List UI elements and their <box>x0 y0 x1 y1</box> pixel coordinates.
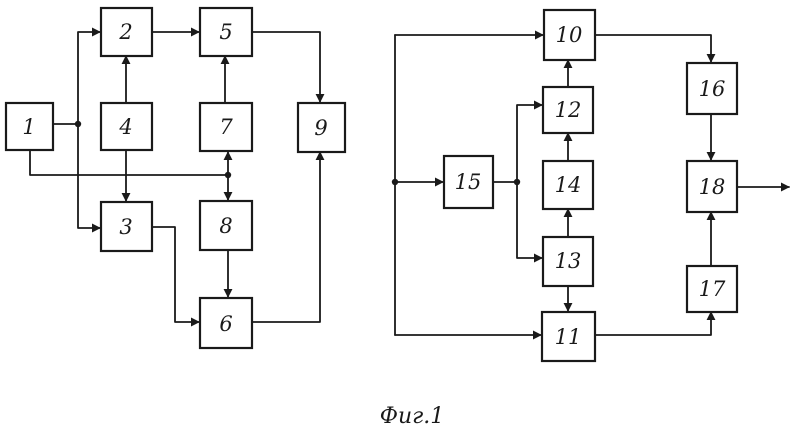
block-5-label: 5 <box>219 20 232 44</box>
wire-5-to-9 <box>252 32 320 102</box>
block-6: 6 <box>200 298 252 348</box>
block-12: 12 <box>543 87 593 133</box>
block-12-label: 12 <box>555 98 582 122</box>
block-9: 9 <box>298 103 345 152</box>
block-4: 4 <box>101 103 152 150</box>
block-8-label: 8 <box>219 214 232 238</box>
block-18: 18 <box>687 161 737 212</box>
block-16-label: 16 <box>699 77 726 101</box>
block-14: 14 <box>543 161 593 209</box>
wire-3-to-6 <box>152 227 199 322</box>
wire-6-to-9 <box>252 152 320 322</box>
wire-1-to-bus <box>30 150 228 175</box>
wire-10-to-16 <box>595 35 711 62</box>
junction-dot <box>225 172 231 178</box>
wire-11-to-17 <box>595 312 711 335</box>
block-8: 8 <box>200 201 252 250</box>
block-1-label: 1 <box>22 115 35 139</box>
block-10-label: 10 <box>556 23 583 47</box>
block-17: 17 <box>687 266 737 312</box>
junction-dot <box>392 179 398 185</box>
figure-caption: Фиг.1 <box>380 404 445 429</box>
block-11-label: 11 <box>555 325 582 349</box>
block-1: 1 <box>6 103 53 150</box>
left-schematic-wires <box>30 32 320 322</box>
block-3: 3 <box>101 202 152 251</box>
junction-dot <box>514 179 520 185</box>
block-14-label: 14 <box>555 173 582 197</box>
block-13: 13 <box>543 237 593 286</box>
wire-junction-to-12 <box>517 105 542 182</box>
block-6-label: 6 <box>219 312 232 336</box>
block-5: 5 <box>200 8 252 56</box>
block-13-label: 13 <box>555 249 582 273</box>
wire-junction-to-2 <box>78 32 100 124</box>
block-9-label: 9 <box>314 116 327 140</box>
block-4-label: 4 <box>118 115 132 139</box>
block-2: 2 <box>101 8 152 56</box>
block-18-label: 18 <box>699 175 726 199</box>
block-15-label: 15 <box>455 170 482 194</box>
block-17-label: 17 <box>699 277 726 301</box>
block-2-label: 2 <box>118 20 132 44</box>
junction-dot <box>75 121 81 127</box>
block-7: 7 <box>200 103 252 151</box>
block-3-label: 3 <box>119 215 132 239</box>
block-16: 16 <box>687 63 737 114</box>
block-7-label: 7 <box>219 115 233 139</box>
block-11: 11 <box>542 312 595 361</box>
block-10: 10 <box>544 10 595 60</box>
wire-junction-to-3 <box>78 124 100 228</box>
wire-junction-to-13 <box>517 182 542 258</box>
block-15: 15 <box>444 156 493 208</box>
